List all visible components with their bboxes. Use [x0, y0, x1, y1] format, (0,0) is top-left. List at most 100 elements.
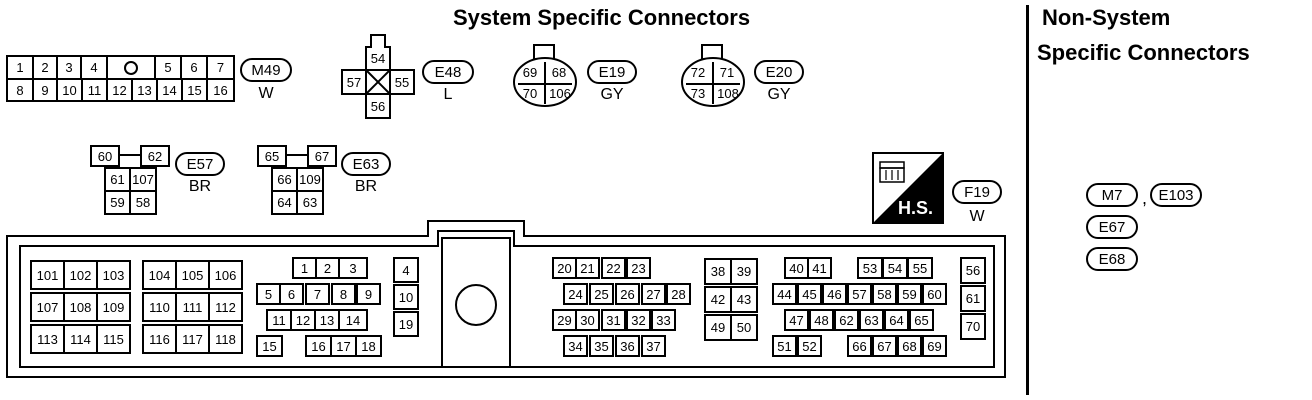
pin: 63 [296, 190, 324, 215]
pin: 62 [140, 145, 170, 167]
pin: 113 [30, 324, 65, 354]
pin: 50 [730, 314, 758, 341]
hs-label: H.S. [898, 198, 934, 218]
pin: 66 [847, 335, 872, 357]
pin: 70 [522, 86, 538, 101]
pin: 56 [960, 257, 986, 284]
pin: 69 [522, 65, 538, 80]
connector-id-e19: E19 [587, 60, 637, 84]
pin: 109 [96, 292, 131, 322]
pin: 116 [142, 324, 177, 354]
pin: 117 [175, 324, 210, 354]
wire-color-e57: BR [188, 178, 212, 195]
pin: 20 [552, 257, 577, 279]
pin: 25 [589, 283, 614, 305]
connector-id-e57: E57 [175, 152, 225, 176]
pin: 110 [142, 292, 177, 322]
pin: 64 [271, 190, 298, 215]
pin: 115 [96, 324, 131, 354]
pin: 6 [279, 283, 304, 305]
pin: 61 [104, 167, 131, 192]
pin: 67 [307, 145, 337, 167]
pin: 28 [666, 283, 691, 305]
pin: 2 [315, 257, 340, 279]
pin: 7 [206, 55, 235, 80]
pin: 5 [154, 55, 182, 80]
pin: 3 [56, 55, 82, 80]
pin: 58 [872, 283, 897, 305]
pin: 42 [704, 286, 732, 313]
pin: 107 [30, 292, 65, 322]
pin: 108 [717, 86, 739, 101]
pin: 16 [305, 335, 332, 357]
pin: 30 [575, 309, 600, 331]
pin: 101 [30, 260, 65, 290]
pin: 49 [704, 314, 732, 341]
connector-e48-lock [370, 34, 386, 48]
pin: 11 [81, 78, 108, 102]
wire-color-e19: GY [600, 86, 624, 103]
pin: 11 [266, 309, 292, 331]
pin: 55 [389, 69, 415, 95]
wire-color-e63: BR [354, 178, 378, 195]
pin: 106 [208, 260, 243, 290]
wire-color-f19: W [969, 208, 985, 225]
pin: 57 [847, 283, 872, 305]
connector-id-e103: E103 [1150, 183, 1202, 207]
connector-id-m49: M49 [240, 58, 292, 82]
pin: 55 [907, 257, 933, 279]
pin: 112 [208, 292, 243, 322]
pin: 10 [393, 284, 419, 310]
pin: 44 [772, 283, 797, 305]
pin: 54 [882, 257, 908, 279]
pin: 70 [960, 313, 986, 340]
pin: 68 [551, 65, 567, 80]
wire-color-e48: L [443, 86, 453, 103]
pin: 111 [175, 292, 210, 322]
key-cross-cell [365, 69, 391, 95]
pin: 60 [922, 283, 947, 305]
pin: 47 [784, 309, 809, 331]
pin: 108 [63, 292, 98, 322]
non-system-title-line1: Non-System [1042, 5, 1171, 30]
pin: 12 [106, 78, 133, 102]
connector-id-e63: E63 [341, 152, 391, 176]
pin: 4 [80, 55, 108, 80]
pin: 71 [719, 65, 735, 80]
system-specific-title: System Specific Connectors [453, 5, 751, 30]
pin: 51 [772, 335, 797, 357]
pin: 56 [365, 93, 391, 119]
pin: 102 [63, 260, 98, 290]
pin: 38 [704, 258, 732, 285]
pin: 63 [859, 309, 884, 331]
connector-id-m7: M7 [1086, 183, 1138, 207]
pin: 41 [807, 257, 832, 279]
non-system-title-line2: Specific Connectors [1037, 40, 1250, 65]
circle-icon [124, 60, 138, 75]
pin: 35 [589, 335, 614, 357]
pin: 60 [90, 145, 120, 167]
pin: 43 [730, 286, 758, 313]
pin: 29 [552, 309, 577, 331]
pin: 59 [897, 283, 922, 305]
connector-id-f19: F19 [952, 180, 1002, 204]
pin: 67 [872, 335, 897, 357]
pin: 54 [365, 46, 391, 71]
pin: 73 [690, 86, 706, 101]
pin: 7 [305, 283, 330, 305]
pin: 12 [290, 309, 316, 331]
pin: 65 [257, 145, 287, 167]
pin: 36 [615, 335, 640, 357]
pin: 104 [142, 260, 177, 290]
pin: 58 [129, 190, 157, 215]
pin: 66 [271, 167, 298, 192]
wire-color-m49: W [258, 85, 274, 102]
section-divider [1026, 5, 1029, 395]
pin: 109 [296, 167, 324, 192]
pin: 48 [809, 309, 834, 331]
pin: 61 [960, 285, 986, 312]
connector-id-e20: E20 [754, 60, 804, 84]
pin: 14 [338, 309, 368, 331]
pin: 46 [822, 283, 847, 305]
pin: 1 [292, 257, 317, 279]
